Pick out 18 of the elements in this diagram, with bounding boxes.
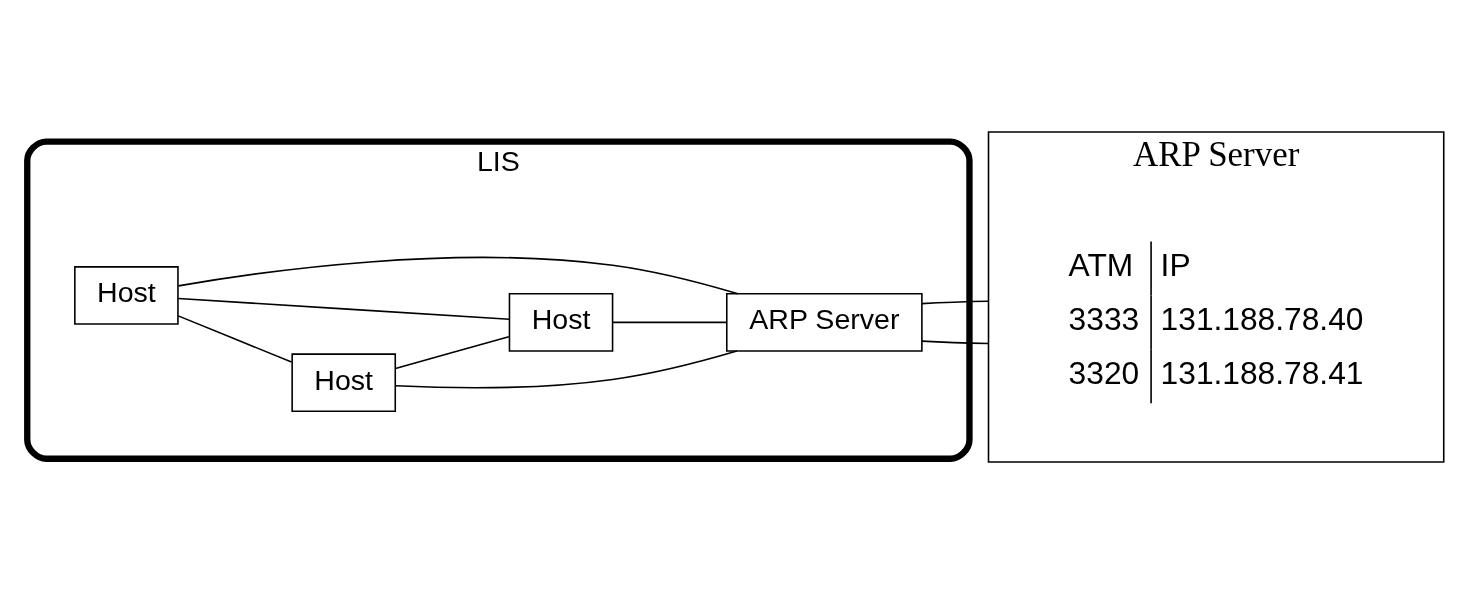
- node-box: Host: [291, 352, 397, 412]
- connector: [921, 299, 990, 304]
- connector: [177, 297, 511, 320]
- node-box: Host: [508, 292, 614, 352]
- connector: [177, 314, 293, 363]
- node-box: ARP Server: [726, 292, 923, 352]
- node-box: Host: [74, 265, 179, 325]
- label: IP: [1160, 246, 1191, 283]
- connector: [394, 335, 510, 369]
- label: 3320: [1068, 354, 1140, 391]
- label: 131.188.78.40: [1160, 300, 1364, 337]
- label: 3333: [1068, 300, 1140, 337]
- connector: [611, 321, 728, 323]
- connector: [394, 349, 738, 388]
- label: ATM: [1068, 246, 1134, 283]
- label: 131.188.78.41: [1160, 354, 1364, 391]
- connector: [921, 339, 990, 344]
- connector: [177, 256, 739, 295]
